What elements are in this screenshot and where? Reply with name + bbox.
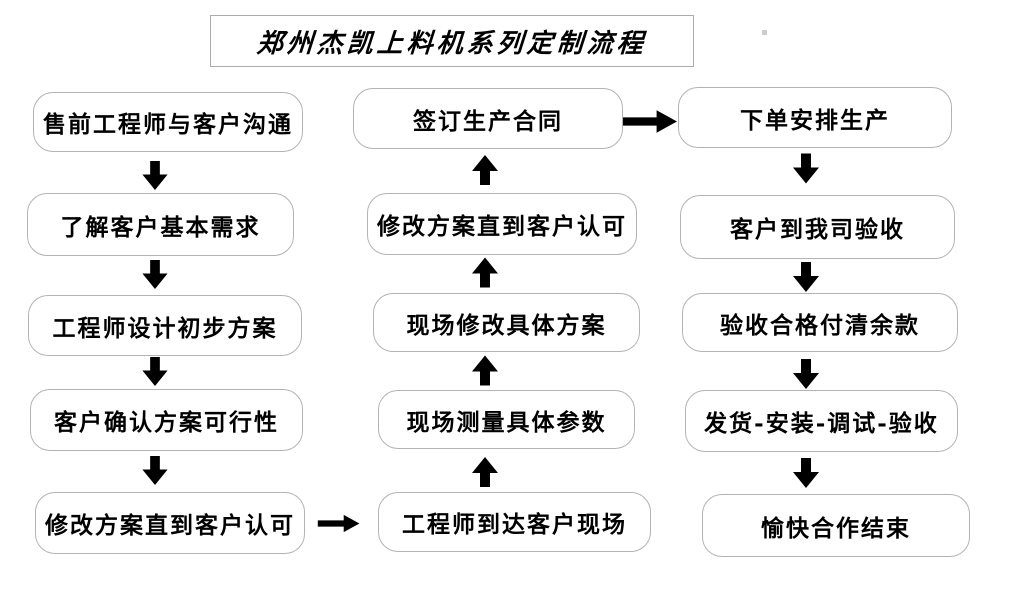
down-arrow-icon bbox=[140, 455, 170, 486]
up-arrow-icon bbox=[470, 152, 500, 188]
flow-node-label: 客户到我司验收 bbox=[730, 216, 905, 243]
flow-node-label: 现场测量具体参数 bbox=[406, 408, 607, 436]
up-arrow-icon bbox=[470, 353, 500, 388]
flow-node-label: 修改方案直到客户认可 bbox=[45, 512, 295, 539]
flow-node-middle-4: 现场测量具体参数 bbox=[378, 390, 635, 449]
down-arrow-icon bbox=[140, 356, 170, 387]
flow-node-right-2: 客户到我司验收 bbox=[680, 195, 955, 259]
flow-node-middle-1: 签订生产合同 bbox=[353, 88, 623, 149]
flow-node-label: 工程师到达客户现场 bbox=[402, 511, 627, 538]
right-arrow-icon bbox=[622, 108, 679, 135]
flow-node-label: 工程师设计初步方案 bbox=[52, 314, 278, 342]
flow-node-label: 现场修改具体方案 bbox=[406, 311, 607, 339]
flow-node-middle-5: 工程师到达客户现场 bbox=[378, 492, 651, 552]
flow-node-left-4: 客户确认方案可行性 bbox=[30, 389, 303, 451]
title-box: 郑州杰凯上料机系列定制流程 bbox=[210, 15, 694, 67]
flow-node-label: 了解客户基本需求 bbox=[60, 213, 261, 241]
up-arrow-icon bbox=[470, 454, 500, 490]
flow-node-label: 下单安排生产 bbox=[740, 106, 890, 134]
anchor-dot bbox=[762, 30, 767, 35]
flow-node-left-1: 售前工程师与客户沟通 bbox=[33, 92, 303, 152]
down-arrow-icon bbox=[791, 456, 821, 490]
down-arrow-icon bbox=[140, 259, 170, 290]
up-arrow-icon bbox=[470, 255, 500, 290]
page-title: 郑州杰凯上料机系列定制流程 bbox=[255, 28, 648, 59]
flow-node-label: 验收合格付清余款 bbox=[720, 311, 920, 339]
flow-node-label: 发货-安装-调试-验收 bbox=[704, 410, 939, 437]
flow-node-label: 售前工程师与客户沟通 bbox=[43, 111, 293, 138]
flow-node-label: 修改方案直到客户认可 bbox=[377, 213, 627, 240]
down-arrow-icon bbox=[140, 160, 170, 191]
down-arrow-icon bbox=[791, 358, 821, 390]
flow-node-label: 签订生产合同 bbox=[413, 107, 563, 135]
down-arrow-icon bbox=[791, 261, 821, 293]
flow-node-label: 客户确认方案可行性 bbox=[54, 409, 279, 436]
flow-node-right-4: 发货-安装-调试-验收 bbox=[685, 390, 958, 452]
flow-node-left-2: 了解客户基本需求 bbox=[27, 193, 294, 256]
flow-node-left-3: 工程师设计初步方案 bbox=[28, 295, 302, 356]
flow-node-label: 愉快合作结束 bbox=[761, 514, 911, 542]
flow-node-middle-2: 修改方案直到客户认可 bbox=[367, 193, 637, 255]
down-arrow-icon bbox=[791, 152, 821, 185]
flow-node-left-5: 修改方案直到客户认可 bbox=[35, 492, 305, 554]
flow-node-right-3: 验收合格付清余款 bbox=[682, 293, 958, 352]
flow-node-right-1: 下单安排生产 bbox=[678, 87, 952, 148]
flow-node-right-5: 愉快合作结束 bbox=[702, 494, 970, 557]
flow-node-middle-3: 现场修改具体方案 bbox=[373, 293, 640, 352]
right-arrow-icon bbox=[317, 510, 361, 537]
